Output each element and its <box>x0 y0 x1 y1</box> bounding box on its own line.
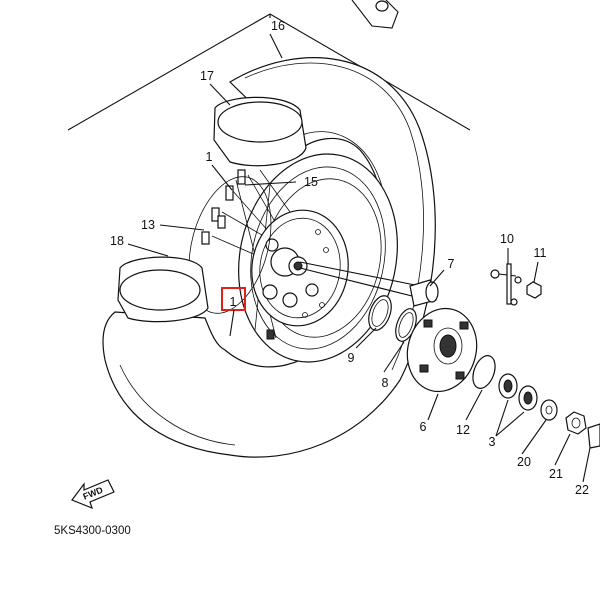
nut-11 <box>526 281 542 299</box>
tube-lower <box>117 256 209 323</box>
forward-direction-badge: FWD <box>71 479 115 510</box>
callout-10: 10 <box>500 232 514 246</box>
callout-8: 8 <box>382 376 389 390</box>
callout-11: 11 <box>534 246 547 260</box>
rim-left-outline <box>188 176 272 314</box>
callout-numbers: 16 17 1 15 13 18 1 7 10 11 9 8 6 12 3 20… <box>110 19 589 497</box>
callout-1: 1 <box>206 150 213 164</box>
chain-adjuster <box>490 263 522 306</box>
tire-group-bracket <box>67 13 471 131</box>
callout-22: 22 <box>575 483 589 497</box>
axle-line-upper <box>299 261 431 289</box>
callout-16: 16 <box>271 19 285 33</box>
top-bracket-part <box>351 0 399 29</box>
callout-18: 18 <box>110 234 124 248</box>
nut-21 <box>565 411 587 435</box>
collar-part <box>409 279 439 307</box>
callout-20: 20 <box>517 455 531 469</box>
axle-line-lower <box>299 267 421 299</box>
callout-7: 7 <box>448 257 455 271</box>
callout-12: 12 <box>456 423 470 437</box>
callout-3: 3 <box>489 435 496 449</box>
leader-lines <box>127 33 591 483</box>
axle-22 <box>587 423 600 449</box>
callout-17: 17 <box>200 69 214 83</box>
spoke-nipples <box>201 169 246 245</box>
callout-15: 15 <box>304 175 318 189</box>
callout-1-highlighted: 1 <box>230 295 237 309</box>
ring-12 <box>472 355 496 389</box>
sprocket-hub <box>406 307 478 393</box>
callout-6: 6 <box>420 420 427 434</box>
washer-20 <box>540 399 558 421</box>
callout-13: 13 <box>141 218 155 232</box>
tube-upper <box>213 96 307 167</box>
bearings <box>498 373 538 411</box>
drawing-code: 5KS4300-0300 <box>54 525 131 537</box>
callout-21: 21 <box>549 467 563 481</box>
callout-9: 9 <box>348 351 355 365</box>
